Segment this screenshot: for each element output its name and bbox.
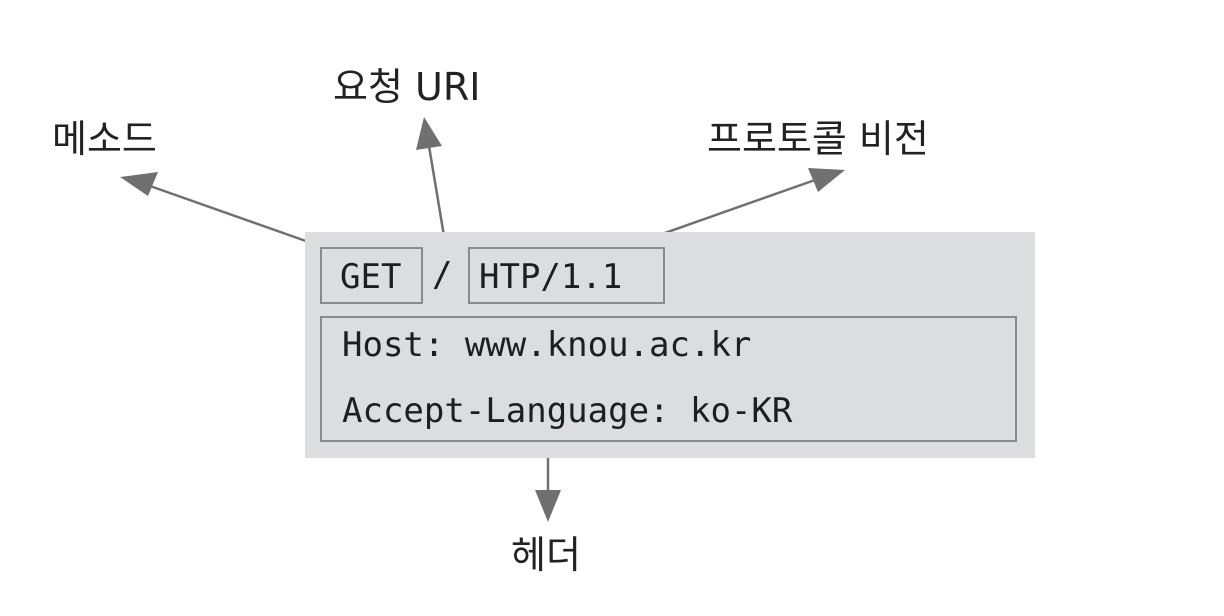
method-arrow [120, 172, 321, 248]
request-message-box: GET / HTP/1.1 Host: www.knou.ac.kr Accep… [305, 232, 1035, 458]
header-line-host: Host: www.knou.ac.kr [342, 325, 752, 365]
request-uri-arrow [416, 117, 447, 243]
headers-box: Host: www.knou.ac.kr Accept-Language: ko… [320, 316, 1017, 442]
method-box: GET [320, 247, 423, 304]
method-label: 메소드 [52, 117, 157, 161]
request-uri-text: / [432, 255, 453, 295]
header-line-accept-language: Accept-Language: ko-KR [342, 391, 793, 431]
method-text: GET [340, 257, 402, 297]
request-uri-label: 요청 URI [333, 65, 481, 109]
protocol-box: HTP/1.1 [468, 247, 665, 304]
protocol-text: HTP/1.1 [479, 257, 623, 297]
protocol-version-label: 프로토콜 비전 [707, 117, 929, 161]
header-label: 헤더 [511, 533, 581, 577]
